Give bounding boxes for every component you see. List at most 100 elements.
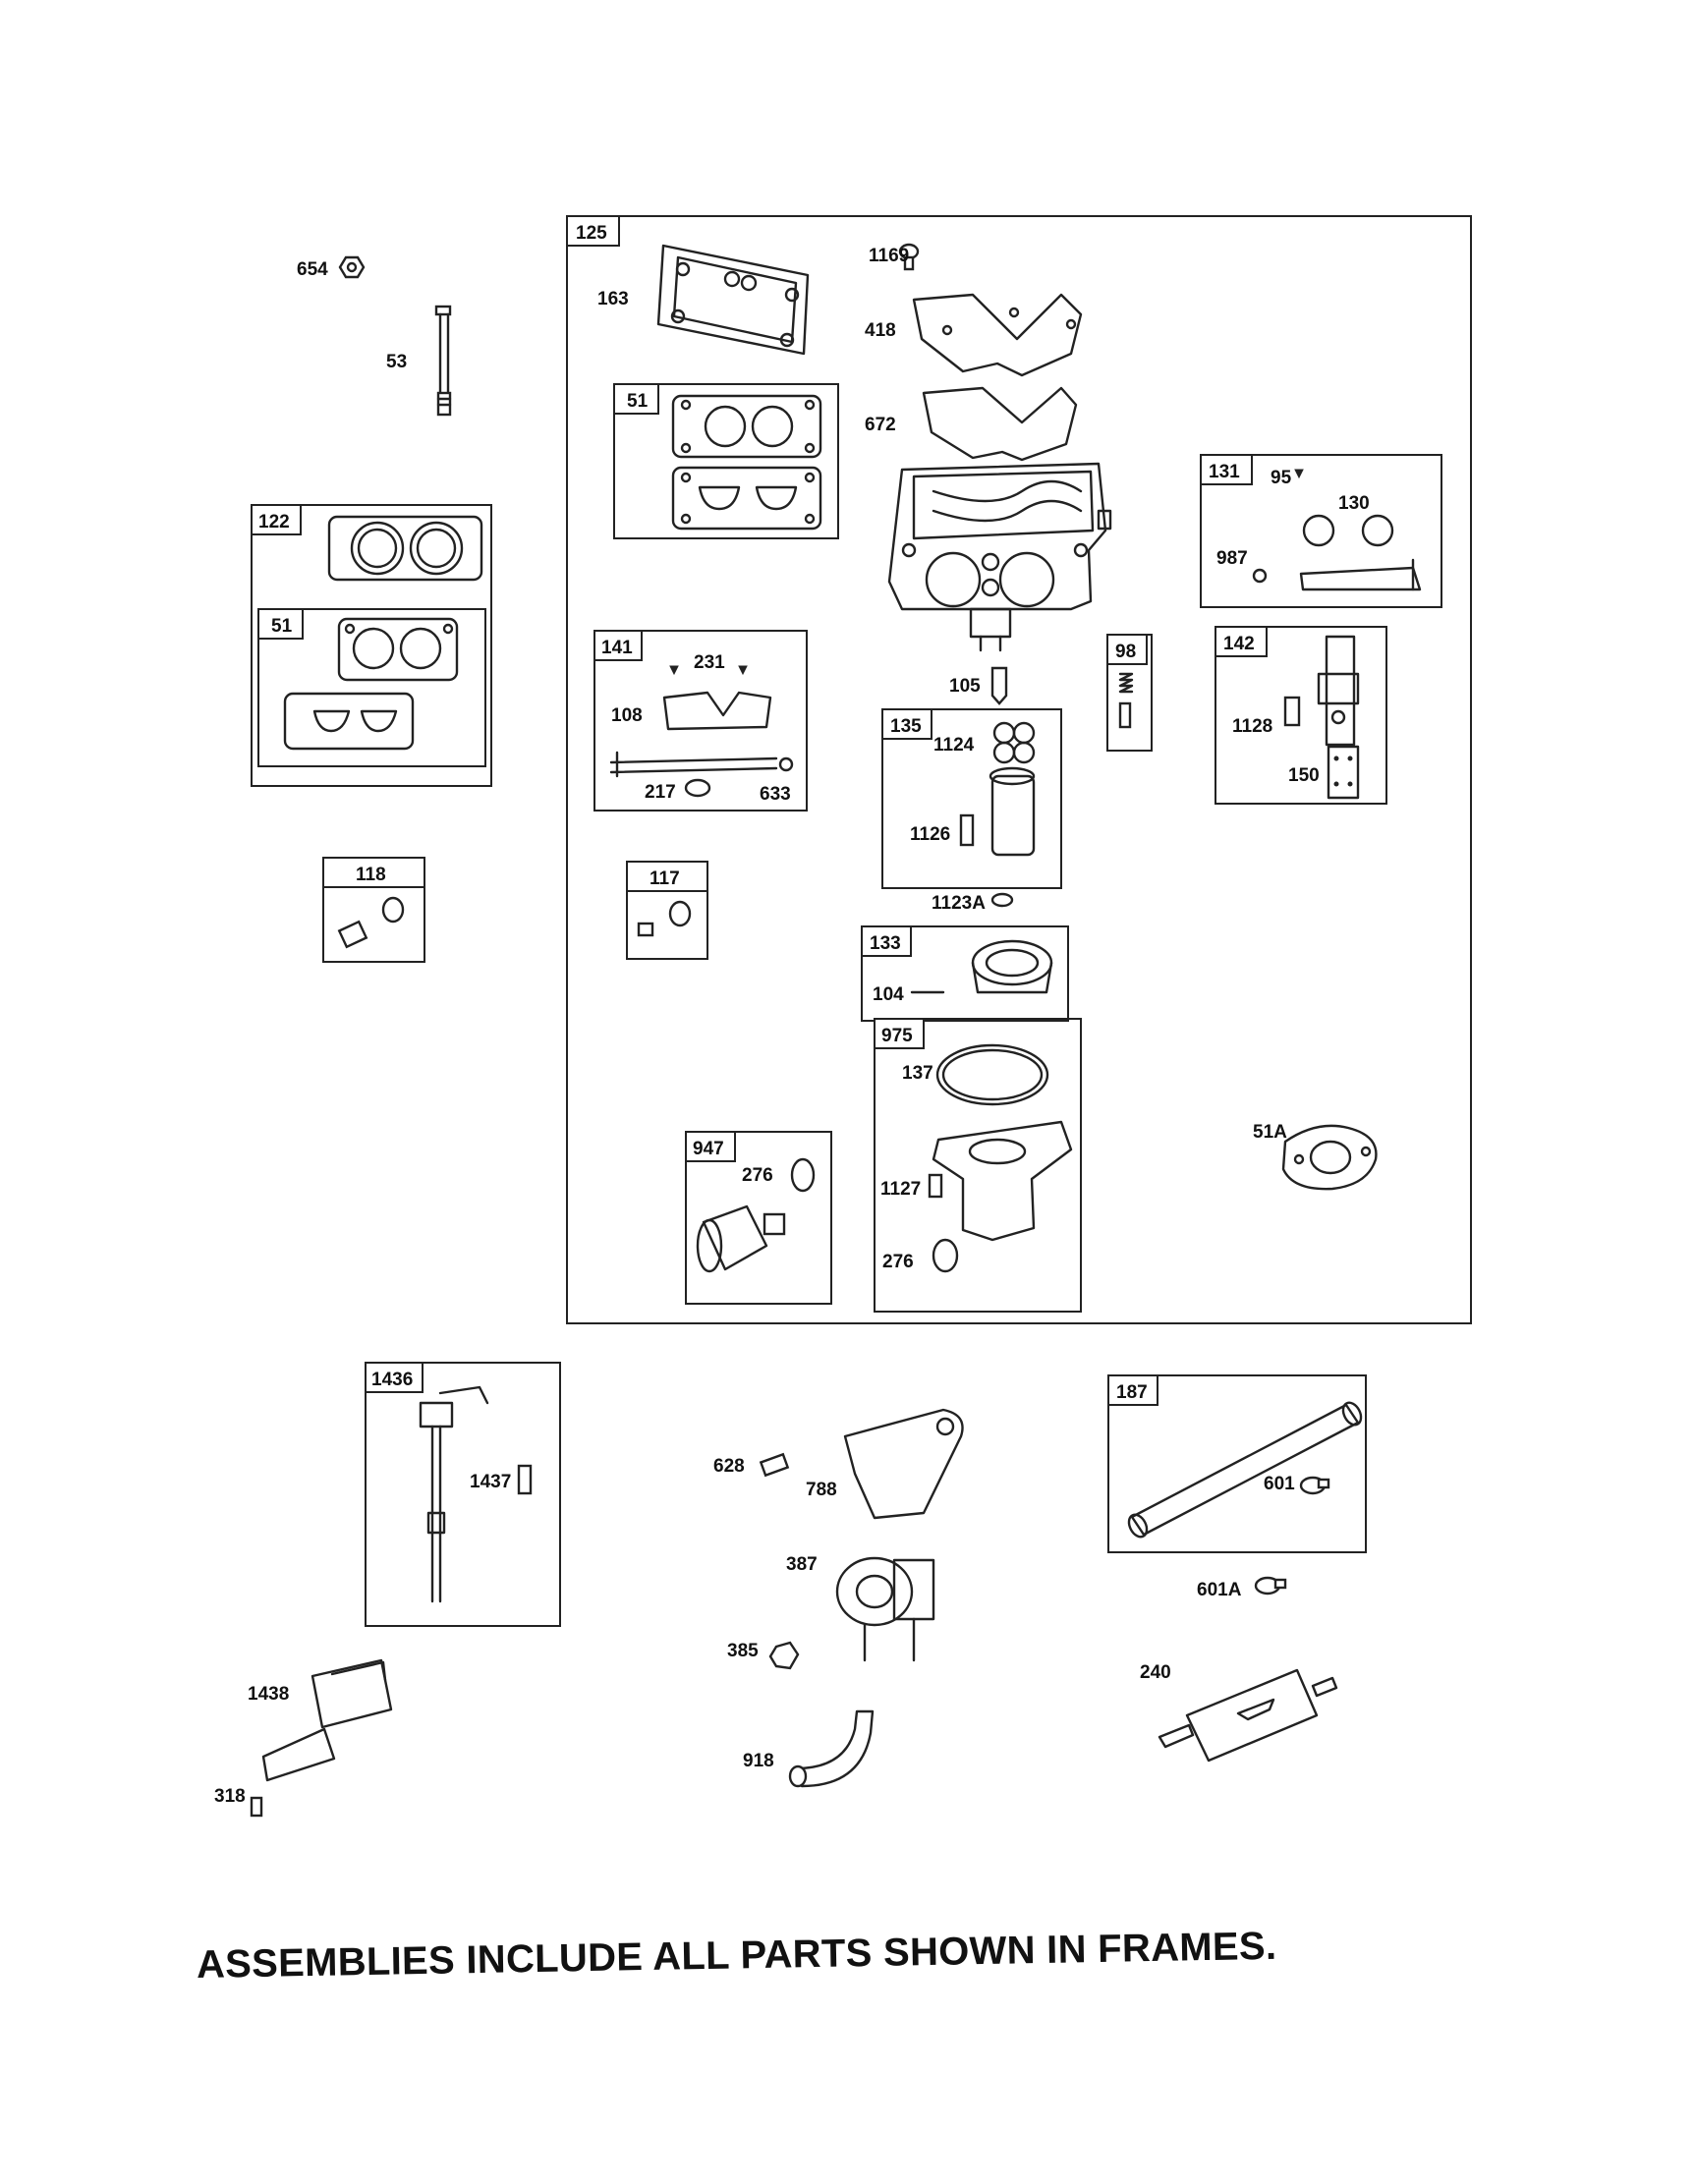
frame-118: 118 — [322, 857, 425, 963]
label-108: 108 — [611, 705, 643, 726]
frame-51-upper-label: 51 — [627, 391, 649, 412]
frame-51-lower-label: 51 — [271, 616, 293, 637]
label-95: 95 — [1271, 468, 1292, 488]
label-1127: 1127 — [880, 1179, 921, 1200]
label-231: 231 — [694, 652, 725, 673]
label-104: 104 — [873, 984, 904, 1005]
screw-318 — [250, 1796, 263, 1818]
label-130: 130 — [1338, 493, 1370, 514]
kit-118-parts — [337, 896, 405, 949]
label-163: 163 — [597, 289, 629, 309]
label-418: 418 — [865, 320, 896, 341]
label-150: 150 — [1288, 765, 1320, 786]
frame-98-label: 98 — [1115, 642, 1136, 662]
muffler-1438 — [261, 1658, 393, 1782]
label-1438: 1438 — [248, 1684, 289, 1705]
frame-135-label: 135 — [890, 716, 922, 737]
frame-125-label: 125 — [576, 223, 607, 244]
kit-141-parts — [609, 665, 794, 798]
frame-131: 131 — [1200, 454, 1442, 608]
kit-133-parts — [910, 939, 1053, 994]
frame-141-label: 141 — [601, 638, 633, 658]
label-276-975: 276 — [882, 1252, 914, 1272]
label-318: 318 — [214, 1786, 246, 1807]
frame-975-label: 975 — [881, 1026, 913, 1046]
label-240: 240 — [1140, 1662, 1171, 1683]
label-387: 387 — [786, 1554, 818, 1575]
fuel-pump-387 — [835, 1556, 935, 1662]
label-1128: 1128 — [1232, 716, 1272, 737]
kit-1436-parts — [419, 1385, 533, 1603]
frame-975: 975 — [874, 1018, 1082, 1313]
frame-187: 187 — [1107, 1374, 1367, 1553]
label-601: 601 — [1264, 1474, 1295, 1494]
fuel-line-187 — [1127, 1401, 1363, 1539]
kit-117-parts — [637, 900, 692, 937]
label-51A: 51A — [1253, 1122, 1287, 1143]
frame-133: 133 — [861, 925, 1069, 1022]
frame-135: 135 — [881, 708, 1062, 889]
label-987: 987 — [1216, 548, 1248, 569]
kit-975-parts — [928, 1043, 1073, 1273]
label-918: 918 — [743, 1751, 774, 1771]
frame-947: 947 — [685, 1131, 832, 1305]
label-276-947: 276 — [742, 1165, 773, 1186]
label-601A: 601A — [1197, 1580, 1242, 1600]
frame-125: 125 — [566, 215, 1472, 1324]
label-217: 217 — [645, 782, 676, 803]
carburetor-body — [887, 462, 1112, 652]
frame-118-label: 118 — [356, 865, 386, 885]
kit-131-parts — [1252, 469, 1422, 591]
bolt-385 — [768, 1641, 800, 1670]
frame-142-label: 142 — [1223, 634, 1255, 654]
washer-1123A — [990, 892, 1014, 908]
frame-122: 122 — [251, 504, 492, 787]
frame-1436: 1436 — [365, 1362, 561, 1627]
label-1169: 1169 — [869, 246, 909, 266]
frame-133-label: 133 — [870, 933, 901, 954]
gasket-pair-51-lower — [283, 617, 459, 751]
label-672: 672 — [865, 415, 896, 435]
hose-918 — [788, 1709, 875, 1788]
label-53: 53 — [386, 352, 407, 372]
frame-187-label: 187 — [1116, 1382, 1148, 1403]
label-633: 633 — [760, 784, 791, 805]
frame-51-lower: 51 — [257, 608, 486, 767]
stud-53 — [434, 305, 452, 417]
kit-142-parts — [1283, 635, 1360, 800]
label-105: 105 — [949, 676, 981, 697]
gasket-122 — [327, 515, 483, 582]
bracket-788 — [843, 1408, 964, 1520]
label-1123A: 1123A — [932, 893, 986, 914]
frame-122-label: 122 — [258, 512, 290, 532]
frame-947-label: 947 — [693, 1139, 724, 1159]
label-1437: 1437 — [470, 1472, 511, 1492]
nut-654 — [338, 255, 366, 279]
frame-117-label: 117 — [650, 868, 680, 889]
plate-418 — [912, 293, 1083, 377]
clamp-601A — [1254, 1576, 1287, 1596]
label-1126: 1126 — [910, 824, 950, 845]
frame-98: 98 — [1106, 634, 1153, 752]
frame-141: 141 — [593, 630, 808, 812]
label-788: 788 — [806, 1480, 837, 1500]
label-1124: 1124 — [933, 735, 975, 756]
frame-1436-label: 1436 — [371, 1370, 413, 1390]
spring-98 — [1118, 672, 1134, 729]
fuel-filter-240 — [1158, 1668, 1338, 1763]
label-628: 628 — [713, 1456, 745, 1477]
label-385: 385 — [727, 1641, 759, 1661]
jet-105 — [990, 666, 1008, 705]
frame-131-label: 131 — [1209, 462, 1240, 482]
gasket-pair-51-upper — [671, 394, 822, 531]
label-137: 137 — [902, 1063, 933, 1084]
gasket-672 — [922, 386, 1078, 462]
label-654: 654 — [297, 259, 328, 280]
screw-1169 — [898, 243, 920, 271]
bolt-628 — [759, 1452, 790, 1478]
clamp-601 — [1299, 1476, 1330, 1495]
frame-117: 117 — [626, 861, 708, 960]
kit-135-parts — [959, 721, 1036, 857]
gasket-51A — [1281, 1124, 1378, 1191]
